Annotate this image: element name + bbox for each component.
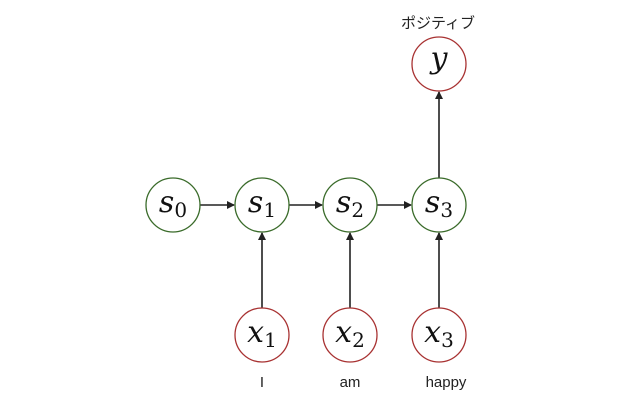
node-circle [411, 307, 467, 363]
node-x2: x2 [322, 307, 378, 363]
node-circle [322, 307, 378, 363]
node-circle [145, 177, 201, 233]
node-x1: x1 [234, 307, 290, 363]
node-s0: s0 [145, 177, 201, 233]
node-y: y [411, 36, 467, 92]
word-label-x2: am [340, 374, 361, 391]
node-label: s3 [425, 185, 453, 222]
node-label: y [429, 41, 449, 76]
node-circle [411, 177, 467, 233]
node-circle [322, 177, 378, 233]
word-label-x1: I [260, 374, 264, 391]
node-circle [234, 177, 290, 233]
word-label-x3: happy [426, 374, 467, 391]
node-label: s1 [248, 185, 276, 222]
node-circle [234, 307, 290, 363]
output-label: ポジティブ [401, 14, 475, 32]
node-s3: s3 [411, 177, 467, 233]
node-circle [411, 36, 467, 92]
node-x3: x3 [411, 307, 467, 363]
node-s2: s2 [322, 177, 378, 233]
node-s1: s1 [234, 177, 290, 233]
